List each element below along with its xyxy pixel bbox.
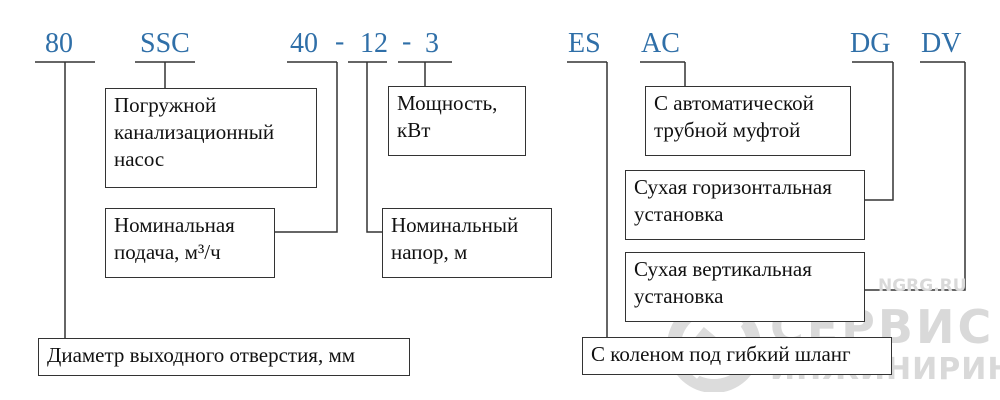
- code-dg: DG: [850, 28, 891, 59]
- code-80: 80: [45, 28, 73, 59]
- box-power: Мощность, кВт: [388, 86, 526, 156]
- leader-dv: [865, 62, 966, 291]
- box-auto-line-1: С автоматической: [654, 91, 814, 115]
- box-dry-v-line-1: Сухая вертикальная: [634, 257, 812, 281]
- code-dash-1: -: [335, 26, 345, 57]
- box-power-line-2: кВт: [397, 118, 431, 142]
- box-pump-line-1: Погружной: [114, 93, 217, 117]
- code-dash-2: -: [402, 26, 412, 57]
- code-40: 40: [290, 28, 318, 59]
- code-12: 12: [360, 28, 388, 59]
- box-power-line-1: Мощность,: [397, 91, 498, 115]
- code-dv: DV: [921, 28, 962, 59]
- box-elbow: С коленом под гибкий шланг: [582, 337, 892, 375]
- box-auto-line-2: трубной муфтой: [654, 118, 801, 142]
- leader-12: [366, 62, 382, 233]
- box-dry-vertical: Сухая вертикальная установка: [625, 252, 865, 322]
- box-dry-horizontal: Сухая горизонтальная установка: [625, 170, 865, 240]
- box-elbow-line-1: С коленом под гибкий шланг: [591, 342, 851, 366]
- box-pump-line-2: канализационный: [114, 120, 275, 144]
- leader-dg: [865, 62, 894, 201]
- leader-40: [275, 62, 338, 233]
- box-dry-v-line-2: установка: [634, 284, 724, 308]
- box-auto-coupling: С автоматической трубной муфтой: [645, 86, 851, 156]
- box-pump-line-3: насос: [114, 147, 165, 171]
- box-diameter: Диаметр выходного отверстия, мм: [38, 338, 410, 376]
- code-3: 3: [425, 28, 439, 59]
- code-es: ES: [568, 28, 601, 59]
- box-flow-line-2: подача, м³/ч: [114, 240, 221, 264]
- code-ac: AC: [641, 28, 680, 59]
- box-dry-h-line-2: установка: [634, 202, 724, 226]
- box-flow-line-1: Номинальная: [114, 213, 235, 237]
- code-ssc: SSC: [140, 28, 190, 59]
- box-diameter-line-1: Диаметр выходного отверстия, мм: [47, 343, 356, 367]
- box-head-line-2: напор, м: [391, 240, 468, 264]
- box-dry-h-line-1: Сухая горизонтальная: [634, 175, 832, 199]
- box-head-line-1: Номинальный: [391, 213, 519, 237]
- box-head: Номинальный напор, м: [382, 208, 552, 278]
- watermark-site: NGRG.RU: [878, 276, 967, 296]
- box-flow: Номинальная подача, м³/ч: [105, 208, 275, 278]
- box-pump: Погружной канализационный насос: [105, 88, 317, 188]
